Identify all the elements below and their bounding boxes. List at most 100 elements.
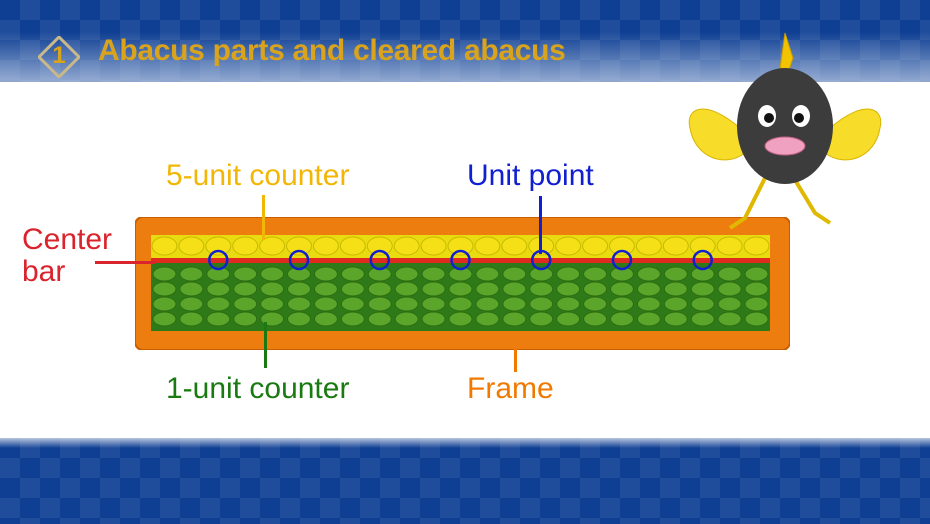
five-unit-bead [205,236,232,256]
one-unit-bead [287,281,311,297]
one-unit-bead [394,311,419,327]
one-unit-bead [206,281,231,297]
five-unit-bead [232,236,259,256]
one-unit-bead [233,296,258,312]
one-unit-bead [394,296,419,312]
one-unit-bead [744,266,769,282]
one-unit-bead [663,281,688,297]
one-unit-bead [690,296,715,312]
one-unit-bead [260,266,285,282]
five-unit-bead [635,236,662,256]
five-unit-leader [262,195,265,240]
page-title: Abacus parts and cleared abacus [98,34,566,67]
one-unit-bead [475,281,500,297]
one-unit-counter-label: 1-unit counter [166,372,350,405]
five-unit-bead [716,236,743,256]
one-unit-bead [340,311,365,327]
one-unit-bead [556,266,581,282]
one-unit-bead [610,311,634,327]
five-unit-bead [609,236,635,256]
one-unit-bead [744,296,769,312]
abacus-diagram [134,216,791,351]
one-unit-bead [610,296,634,312]
one-unit-bead [367,266,392,282]
unit-point-marker [369,249,391,271]
one-unit-bead [610,266,634,282]
unit-point-marker [450,249,471,271]
one-unit-bead [744,311,769,327]
one-unit-bead [529,281,554,297]
five-unit-bead [582,236,609,256]
one-unit-bead [556,296,581,312]
five-unit-bead [447,236,474,256]
one-unit-bead [636,266,661,282]
one-unit-bead [179,266,204,282]
center-bar-label-line1: Center [22,223,113,256]
one-unit-bead [636,296,661,312]
center-bar [151,258,770,263]
one-unit-bead [663,266,688,282]
five-unit-bead [393,236,420,256]
five-unit-bead [501,236,528,256]
one-unit-bead [475,266,500,282]
one-unit-bead [394,266,419,282]
one-unit-bead [233,311,258,327]
one-unit-bead [367,281,392,297]
five-unit-bead [366,236,393,256]
one-unit-bead [152,281,177,297]
unit-point-marker [611,249,633,271]
one-unit-bead [744,281,769,297]
five-unit-bead [474,236,501,256]
one-unit-bead [340,296,365,312]
one-unit-bead [448,281,473,297]
one-unit-bead [313,296,338,312]
one-unit-bead [179,311,204,327]
one-unit-bead [583,281,608,297]
unit-point-marker [692,249,713,271]
one-unit-bead [690,266,715,282]
one-unit-bead [233,281,258,297]
one-unit-bead [529,266,554,282]
one-unit-bead [690,311,715,327]
one-unit-bead [394,281,419,297]
one-unit-bead [179,281,204,297]
one-unit-bead [287,311,311,327]
one-unit-leader [264,322,267,368]
unit-point-leader [539,196,542,254]
footer-band [0,438,930,524]
five-unit-bead [420,236,447,256]
one-unit-bead [287,266,311,282]
one-unit-bead [475,311,500,327]
one-unit-bead [421,311,446,327]
five-unit-bead [555,236,582,256]
one-unit-bead [448,296,473,312]
one-unit-bead [367,296,392,312]
five-unit-bead [743,236,770,256]
one-unit-bead [260,281,285,297]
unit-point-label: Unit point [467,159,594,192]
unit-point-marker [208,249,229,271]
five-unit-bead [339,236,366,256]
one-unit-bead [206,296,231,312]
one-unit-bead [475,296,500,312]
one-unit-bead [340,266,365,282]
one-unit-bead [529,296,554,312]
header-band [0,0,930,82]
one-unit-bead [717,266,742,282]
one-unit-bead [583,266,608,282]
one-unit-bead [233,266,258,282]
one-unit-bead [502,311,527,327]
one-unit-bead [152,266,177,282]
one-unit-bead [502,281,527,297]
one-unit-bead [152,296,177,312]
five-unit-bead [178,236,205,256]
one-unit-bead [340,281,365,297]
one-unit-bead [448,311,473,327]
five-unit-bead [151,236,178,256]
center-bar-label-line2: bar [22,255,66,288]
one-unit-bead [421,281,446,297]
one-unit-bead [690,281,715,297]
five-unit-bead [286,236,312,256]
one-unit-bead [367,311,392,327]
one-unit-bead [152,311,177,327]
